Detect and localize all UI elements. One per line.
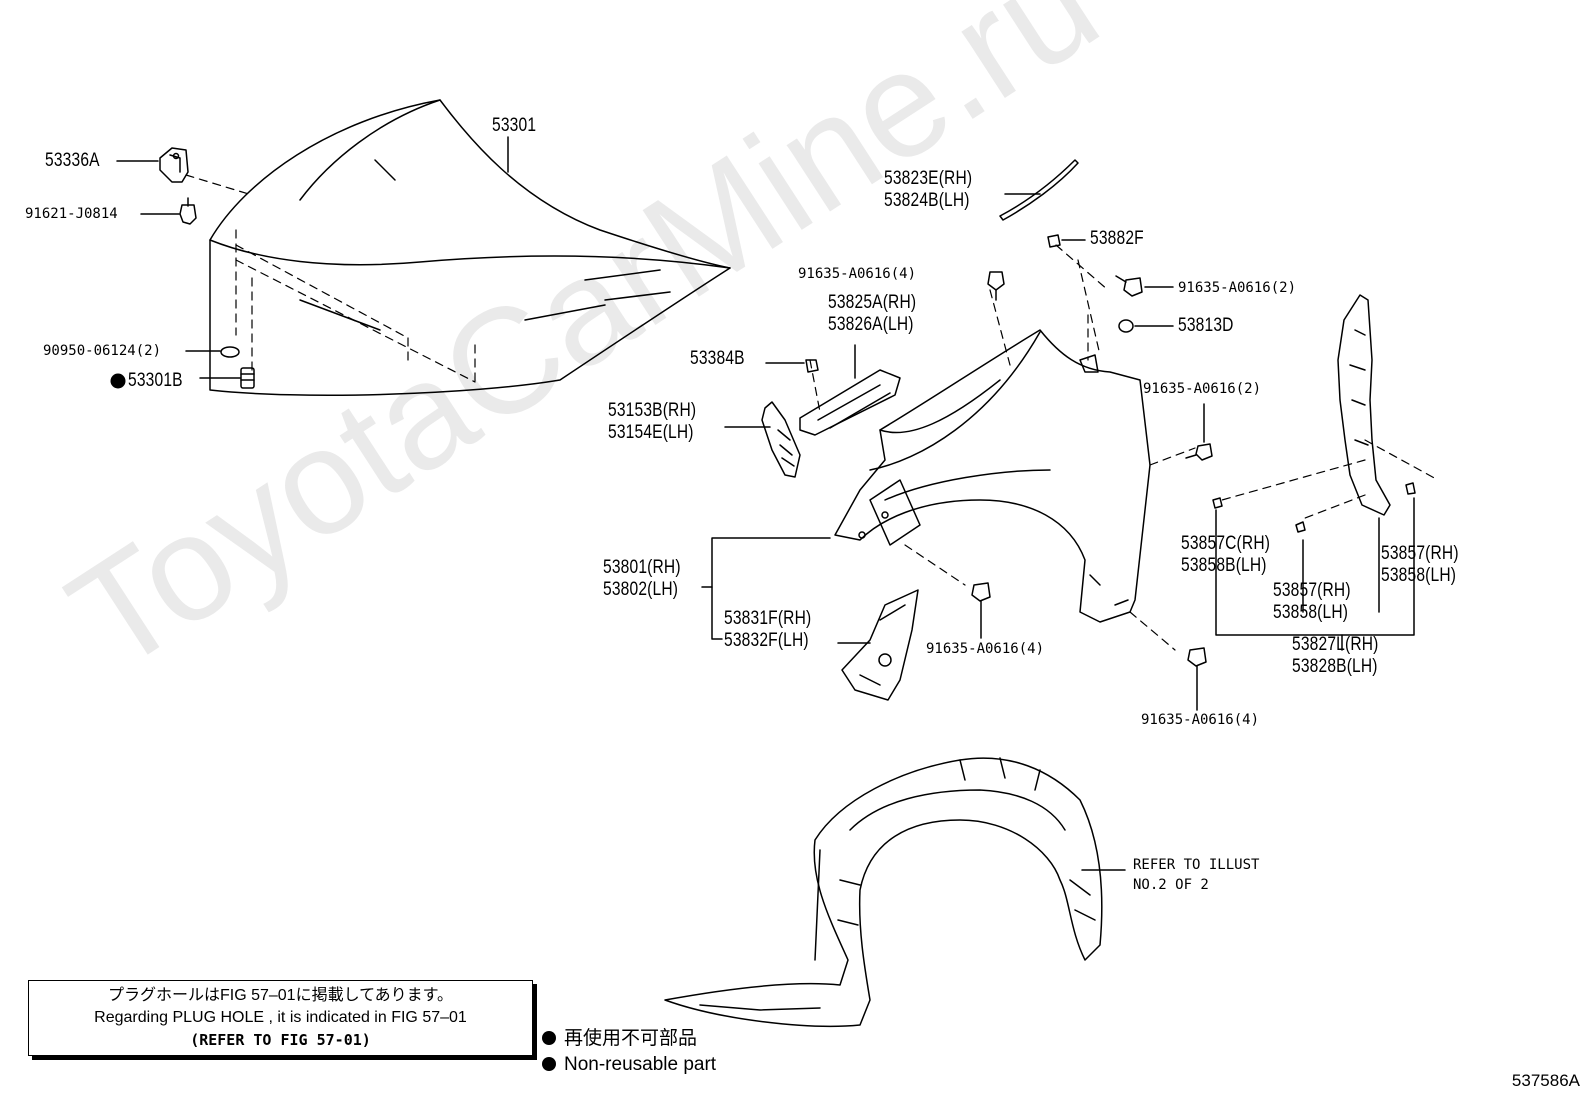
cushion-53153B xyxy=(761,401,801,478)
label-53857C: 53857C(RH) xyxy=(1181,533,1271,554)
legend-jp-text: 再使用不可部品 xyxy=(564,1028,698,1049)
label-91635-right: 91635-A0616(2) xyxy=(1178,280,1297,296)
cushion-53301B xyxy=(240,367,255,389)
label-53828B: 53828B(LH) xyxy=(1292,656,1378,677)
filled-circle-icon xyxy=(542,1057,556,1071)
bolt-91635-lower xyxy=(971,582,991,639)
legend-en-text: Non-reusable part xyxy=(564,1054,717,1075)
label-53384B: 53384B xyxy=(690,348,745,369)
label-53857-mid: 53857(RH) xyxy=(1273,580,1351,601)
label-53336A: 53336A xyxy=(45,150,100,171)
seal-53827L xyxy=(1337,294,1391,516)
figure-id: 537586A xyxy=(1511,1071,1580,1090)
label-53826A: 53826A(LH) xyxy=(828,314,914,335)
non-reusable-mark xyxy=(110,373,126,389)
label-53801: 53801(RH) xyxy=(603,557,681,578)
label-53802: 53802(LH) xyxy=(603,579,679,600)
clip-53813D xyxy=(1118,319,1134,333)
label-53882F: 53882F xyxy=(1090,228,1144,249)
hinge-53336A xyxy=(159,147,189,183)
plug-note-jp: プラグホールはFIG 57–01に掲載してあります。 xyxy=(107,987,454,1004)
label-53824B: 53824B(LH) xyxy=(884,190,970,211)
hood-53301 xyxy=(209,99,731,396)
fender-53801 xyxy=(834,329,1151,623)
plug-note-ref: (REFER TO FIG 57-01) xyxy=(190,1031,371,1049)
refer-note-line1: REFER TO ILLUST xyxy=(1133,857,1260,873)
label-53832F: 53832F(LH) xyxy=(724,630,809,651)
label-53153B: 53153B(RH) xyxy=(608,400,697,421)
label-53301: 53301 xyxy=(492,115,537,136)
label-53823E: 53823E(RH) xyxy=(884,168,973,189)
label-53825A: 53825A(RH) xyxy=(828,292,917,313)
seal-53823E xyxy=(999,159,1079,221)
label-53301B: 53301B xyxy=(128,370,183,391)
legend-en: Non-reusable part xyxy=(542,1054,716,1076)
plug-hole-note: プラグホールはFIG 57–01に掲載してあります。 Regarding PLU… xyxy=(28,980,533,1056)
refer-note-line2: NO.2 OF 2 xyxy=(1133,877,1209,893)
bolt-91635-bottom xyxy=(1187,647,1207,711)
clip-53384B xyxy=(805,359,819,373)
label-91621-J0814: 91621-J0814 xyxy=(25,206,118,222)
label-53831F: 53831F(RH) xyxy=(724,608,812,629)
label-53858-mid: 53858(LH) xyxy=(1273,602,1349,623)
clip-53882F xyxy=(1047,234,1061,248)
label-53858-right: 53858(LH) xyxy=(1381,565,1457,586)
label-91635-mid: 91635-A0616(2) xyxy=(1143,381,1262,397)
label-91635-lower: 91635-A0616(4) xyxy=(926,641,1045,657)
bolt-91635-top xyxy=(987,271,1005,301)
label-53813D: 53813D xyxy=(1178,315,1234,336)
bolt-91635-right xyxy=(1115,275,1143,297)
label-90950-06124: 90950-06124(2) xyxy=(43,343,162,359)
protector-53825A xyxy=(799,369,901,436)
label-53858B: 53858B(LH) xyxy=(1181,555,1267,576)
label-53857-right: 53857(RH) xyxy=(1381,543,1459,564)
label-91635-top: 91635-A0616(4) xyxy=(798,266,917,282)
filled-circle-icon xyxy=(542,1031,556,1045)
label-53827L: 53827L(RH) xyxy=(1292,634,1379,655)
bolt-91621-J0814 xyxy=(179,197,197,225)
plug-note-en: Regarding PLUG HOLE , it is indicated in… xyxy=(94,1009,467,1026)
fender-liner xyxy=(664,757,1103,1027)
legend-jp: 再使用不可部品 xyxy=(542,1028,697,1050)
label-91635-bottom: 91635-A0616(4) xyxy=(1141,712,1260,728)
bracket-53831F xyxy=(841,589,919,701)
label-53154E: 53154E(LH) xyxy=(608,422,694,443)
bolt-91635-mid xyxy=(1185,443,1213,461)
